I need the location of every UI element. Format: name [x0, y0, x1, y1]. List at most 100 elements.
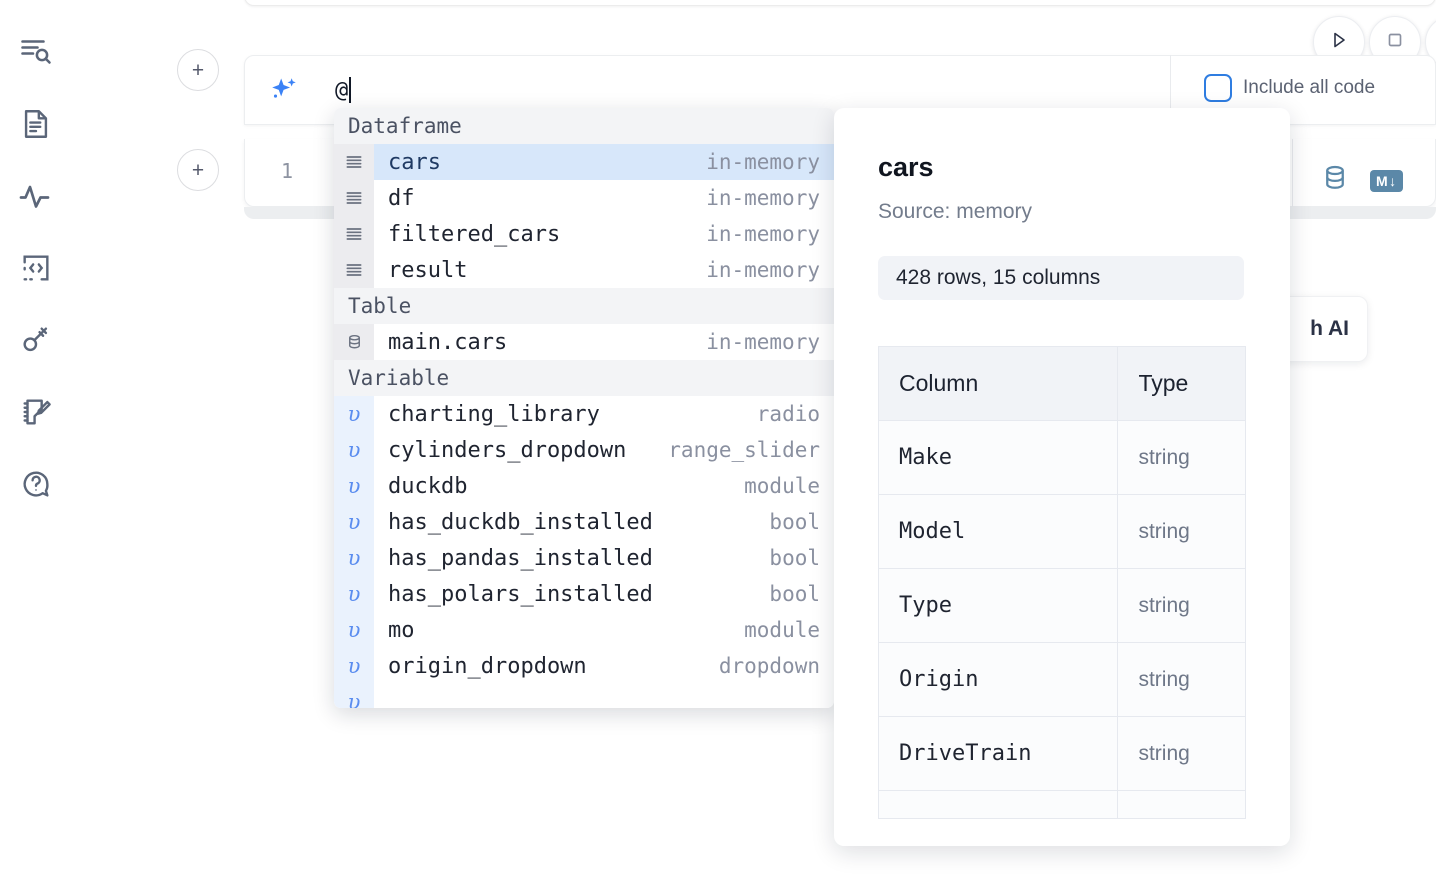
dataframe-item-icon [334, 144, 374, 180]
autocomplete-item-label: df [388, 185, 415, 211]
autocomplete-item[interactable]: υ has_duckdb_installed bool [334, 504, 834, 540]
sidebar-item-explore-search[interactable] [10, 16, 62, 88]
autocomplete-item[interactable]: result in-memory [334, 252, 834, 288]
variable-item-icon: υ [334, 648, 374, 684]
column-name-cell: Origin [878, 642, 1119, 717]
sidebar-item-activity[interactable] [10, 160, 62, 232]
autocomplete-item-label: has_polars_installed [388, 581, 653, 607]
column-name-cell: DriveTrain [878, 716, 1119, 791]
sidebar-item-help[interactable] [10, 448, 62, 520]
add-cell-button-top[interactable]: + [177, 49, 219, 91]
autocomplete-item-type: in-memory [706, 258, 820, 282]
notepad-pencil-icon [19, 395, 53, 429]
autocomplete-group-header: Dataframe [334, 108, 834, 144]
autocomplete-item-type: range_slider [668, 438, 820, 462]
autocomplete-item-label [374, 684, 820, 708]
checkbox-box[interactable] [1204, 74, 1232, 102]
autocomplete-item-type [820, 684, 834, 708]
plus-icon: + [191, 158, 205, 182]
sidebar-item-scratchpad[interactable] [10, 376, 62, 448]
sidebar-item-secrets[interactable] [10, 304, 62, 376]
column-name-cell: Type [878, 568, 1119, 643]
table-header-cell: Column [878, 346, 1119, 421]
code-brackets-icon [19, 251, 53, 285]
variable-item-icon: υ [334, 396, 374, 432]
ai-prompt-value: @ [335, 77, 349, 103]
variable-item-icon: υ [334, 612, 374, 648]
autocomplete-item-label: duckdb [388, 473, 468, 499]
autocomplete-item-label: cylinders_dropdown [388, 437, 627, 463]
code-cell-divider [1292, 139, 1293, 207]
info-panel-source: Source: memory [878, 200, 1033, 223]
autocomplete-item-type: in-memory [706, 186, 820, 210]
autocomplete-item[interactable]: υ cylinders_dropdown range_slider [334, 432, 834, 468]
line-number: 1 [280, 159, 293, 183]
autocomplete-item-label: main.cars [388, 329, 508, 355]
activity-pulse-icon [18, 178, 54, 214]
markdown-icon[interactable]: M ↓ [1370, 169, 1403, 192]
autocomplete-item-type: in-memory [706, 222, 820, 246]
column-type-cell: string [1117, 494, 1246, 569]
autocomplete-item-type: module [744, 618, 820, 642]
autocomplete-item-label: cars [374, 144, 707, 180]
autocomplete-item-label: charting_library [388, 401, 600, 427]
autocomplete-item[interactable]: df in-memory [334, 180, 834, 216]
info-panel-shape: 428 rows, 15 columns [878, 256, 1244, 300]
list-search-icon [18, 34, 54, 70]
column-type-cell [1117, 790, 1246, 819]
sidebar-item-snippets[interactable] [10, 232, 62, 304]
database-icon[interactable] [1320, 163, 1350, 198]
autocomplete-item[interactable]: υ has_polars_installed bool [334, 576, 834, 612]
include-all-code-checkbox[interactable]: Include all code [1204, 74, 1375, 102]
variable-item-icon: υ [334, 576, 374, 612]
column-type-cell: string [1117, 642, 1246, 717]
ai-cell-divider [1170, 55, 1171, 125]
autocomplete-item-label: has_duckdb_installed [388, 509, 653, 535]
column-name-cell: Model [878, 494, 1119, 569]
autocomplete-item-type: module [744, 474, 820, 498]
run-icon [1327, 28, 1351, 57]
autocomplete-item[interactable]: υ charting_library radio [334, 396, 834, 432]
code-cell-actions: M ↓ [1320, 163, 1403, 198]
autocomplete-item-type: in-memory [706, 144, 834, 180]
autocomplete-item-type: bool [769, 510, 820, 534]
plus-icon: + [191, 58, 205, 82]
autocomplete-item-label: mo [388, 617, 415, 643]
autocomplete-item-label: result [388, 257, 468, 283]
autocomplete-group-header: Variable [334, 360, 834, 396]
autocomplete-item-clipped[interactable]: υ [334, 684, 834, 708]
ai-prompt-input[interactable]: @ [335, 72, 352, 108]
column-type-cell: string [1117, 568, 1246, 643]
variable-item-icon: υ [334, 504, 374, 540]
autocomplete-item-type: radio [756, 402, 820, 426]
dataframe-item-icon [334, 180, 374, 216]
autocomplete-item-type: bool [769, 582, 820, 606]
autocomplete-item-type: bool [769, 546, 820, 570]
sidebar-rail [0, 0, 72, 874]
dataframe-info-panel: cars Source: memory 428 rows, 15 columns… [834, 108, 1290, 846]
add-cell-button-bottom[interactable]: + [177, 149, 219, 191]
table-item-icon [334, 324, 374, 360]
autocomplete-group-header: Table [334, 288, 834, 324]
question-chat-icon [19, 467, 53, 501]
include-all-code-label: Include all code [1243, 77, 1376, 98]
previous-cell-stub [244, 0, 1436, 6]
variable-item-icon: υ [334, 432, 374, 468]
markdown-letter: M [1376, 172, 1389, 189]
chat-with-ai-label: h AI [1310, 317, 1349, 340]
sidebar-item-notebook-file[interactable] [10, 88, 62, 160]
key-icon [19, 323, 53, 357]
